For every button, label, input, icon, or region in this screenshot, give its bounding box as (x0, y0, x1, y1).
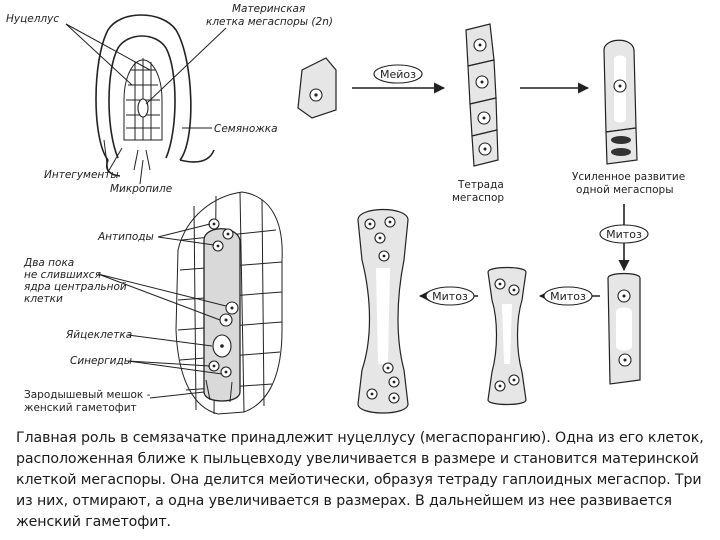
mother-cell-pointer (145, 27, 227, 105)
eight-nucleate-cell (357, 209, 409, 414)
label-polar-2: не слившихся (24, 269, 101, 281)
four-nucleate-cell (487, 266, 527, 406)
label-micropyle: Микропиле (110, 183, 172, 195)
mitosis-label-2: Митоз (550, 290, 586, 303)
egg-pointer (127, 334, 213, 347)
synergids-pointer (127, 360, 211, 367)
label-egg-cell: Яйцеклетка (65, 329, 132, 341)
mother-cell (297, 57, 337, 119)
label-embryo-sac-1: Зародышевый мешок - (24, 389, 151, 401)
mitosis-label-1: Митоз (606, 228, 642, 241)
mitosis-oval-2 (543, 286, 593, 306)
label-enhanced-1: Усиленное развитие (572, 171, 685, 183)
label-antipodes: Антиподы (97, 231, 154, 243)
ovule-drawing (95, 14, 215, 177)
meiosis-oval (373, 64, 423, 84)
antipodes-pointer (157, 223, 211, 238)
label-mother-cell-2: клетка мегаспоры (2n) (206, 16, 333, 28)
two-nucleate-cell (607, 272, 641, 385)
nucellus-pointer-2 (65, 23, 151, 71)
polar-pointer (97, 273, 227, 307)
label-mother-cell-1: Материнская (232, 3, 305, 15)
mitosis-label-3: Митоз (432, 290, 468, 303)
embryo-sac-drawing (175, 191, 283, 415)
label-embryo-sac-2: женский гаметофит (24, 402, 137, 414)
antipodes-pointer-2 (157, 236, 215, 246)
synergids-pointer-2 (127, 360, 223, 375)
megasporogenesis-diagram: Нуцеллус Материнская клетка мегаспоры (2… (6, 3, 685, 415)
label-polar-3: ядра центральной (24, 281, 127, 293)
micropyle-pointer (139, 159, 144, 185)
megaspore-tetrad (465, 23, 499, 167)
label-enhanced-2: одной мегаспоры (576, 184, 673, 196)
label-nucellus: Нуцеллус (6, 13, 59, 25)
mitosis-oval-1 (599, 224, 649, 244)
integument-pointer-2 (107, 147, 123, 173)
nucellus-pointer (65, 23, 133, 86)
polar-pointer-2 (97, 273, 221, 321)
label-polar-1: Два пока (23, 257, 74, 269)
caption-text: Главная роль в семязачатке принадлежит н… (16, 430, 704, 530)
meiosis-label: Мейоз (380, 68, 416, 81)
label-funiculus: Семяножка (214, 123, 278, 135)
label-tetrad-1: Тетрада (457, 179, 504, 191)
mitosis-oval-3 (425, 286, 475, 306)
embryo-sac-pointer (149, 391, 205, 399)
label-polar-4: клетки (24, 293, 63, 305)
label-integuments: Интегументы (44, 169, 119, 181)
enlarged-megaspore (603, 39, 638, 165)
label-synergids: Синергиды (70, 355, 132, 367)
label-tetrad-2: мегаспор (452, 192, 504, 204)
integument-pointer (103, 139, 109, 173)
